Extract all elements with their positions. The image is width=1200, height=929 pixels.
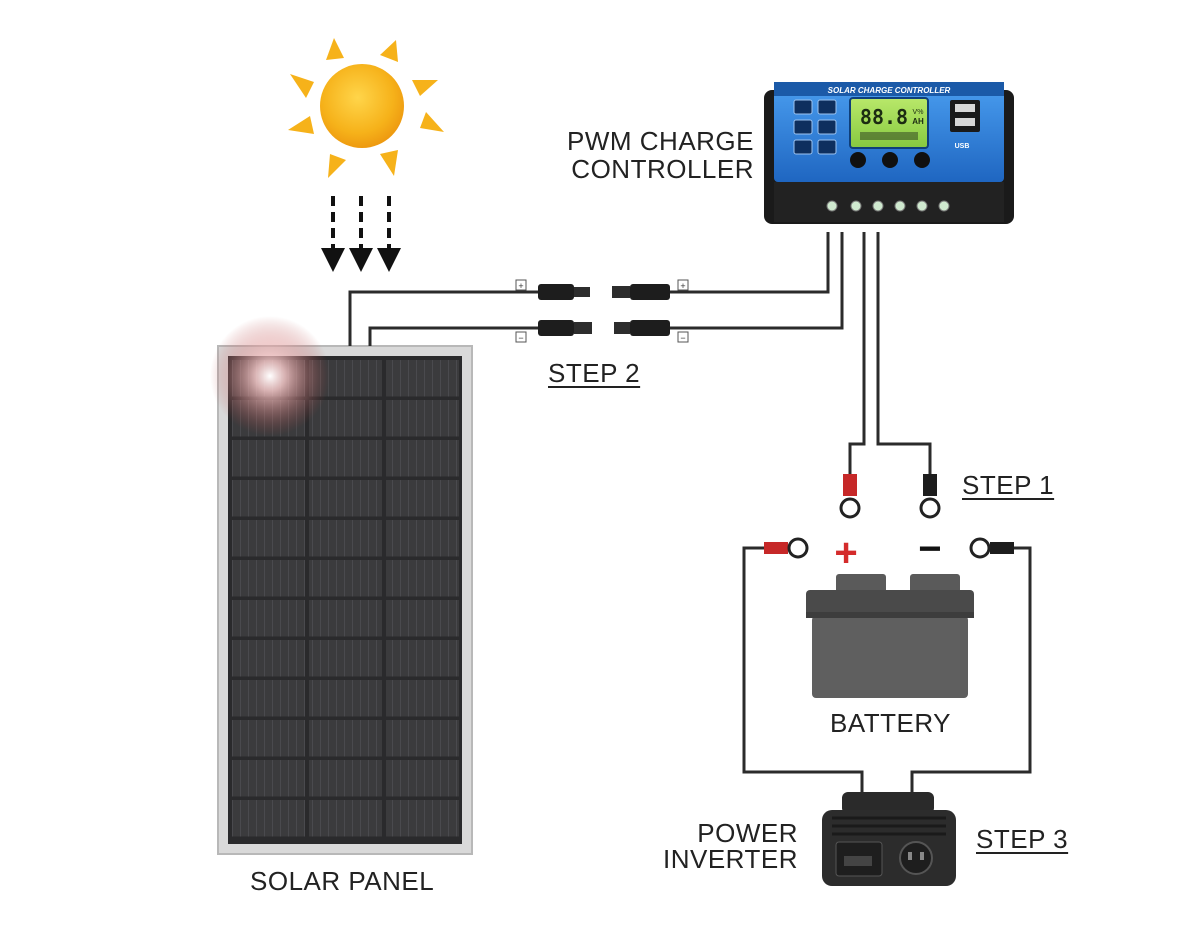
solar-cell	[386, 440, 459, 477]
power-inverter-label-line1: POWER	[697, 818, 798, 848]
solar-cell	[386, 640, 459, 677]
solar-cell	[309, 560, 382, 597]
ring-terminal-icon	[764, 474, 1014, 559]
power-inverter-label-line2: INVERTER	[663, 844, 798, 874]
solar-panel	[210, 316, 473, 855]
solar-cell	[232, 720, 305, 757]
solar-cell	[309, 640, 382, 677]
solar-cell	[232, 680, 305, 717]
battery-terminal-marks: + −	[834, 527, 941, 575]
solar-cell	[309, 440, 382, 477]
battery	[806, 574, 974, 698]
solar-cell	[386, 800, 459, 837]
connector-minus-right: −	[680, 333, 685, 343]
battery-label: BATTERY	[830, 708, 952, 738]
solar-cell	[309, 800, 382, 837]
mc4-connector-icon	[515, 279, 689, 343]
wires	[348, 232, 1032, 792]
solar-cell	[386, 480, 459, 517]
lcd-unit-top: V%	[913, 109, 924, 116]
lcd-unit-bottom: AH	[912, 117, 924, 126]
solar-cell	[232, 440, 305, 477]
solar-cell	[386, 560, 459, 597]
solar-cell	[232, 760, 305, 797]
solar-cell	[232, 800, 305, 837]
solar-cell	[232, 640, 305, 677]
solar-cell	[232, 480, 305, 517]
solar-cell	[386, 520, 459, 557]
step-3-label: STEP 3	[976, 824, 1069, 854]
solar-cell	[386, 360, 459, 397]
solar-cell	[309, 760, 382, 797]
charge-controller-label-line2: CONTROLLER	[571, 154, 754, 184]
step-2-label: STEP 2	[548, 358, 641, 388]
charge-controller: SOLAR CHARGE CONTROLLER 88.8 V% AH USB	[764, 82, 1014, 224]
controller-header: SOLAR CHARGE CONTROLLER	[828, 86, 951, 95]
solar-cell	[386, 400, 459, 437]
power-inverter	[822, 792, 956, 886]
sun-icon	[288, 38, 444, 178]
solar-cell	[386, 680, 459, 717]
lcd-value: 88.8	[860, 105, 908, 129]
solar-cell	[232, 600, 305, 637]
connector-minus-left: −	[518, 333, 523, 343]
solar-cell	[232, 520, 305, 557]
solar-cell	[386, 760, 459, 797]
connector-plus-left: +	[518, 281, 523, 291]
solar-cell	[309, 520, 382, 557]
solar-cell	[386, 600, 459, 637]
solar-cell	[309, 680, 382, 717]
usb-label: USB	[955, 143, 970, 150]
sunlight-arrows-icon	[331, 196, 391, 250]
battery-positive-mark: +	[834, 531, 857, 575]
solar-panel-label: SOLAR PANEL	[250, 866, 435, 896]
solar-cell	[232, 560, 305, 597]
solar-cell	[386, 720, 459, 757]
connector-polarity-marks: + − + −	[518, 281, 685, 343]
step-1-label: STEP 1	[962, 470, 1055, 500]
solar-cell	[309, 480, 382, 517]
solar-cell	[309, 600, 382, 637]
connector-plus-right: +	[680, 281, 685, 291]
solar-cell	[309, 720, 382, 757]
sunlight-arrowheads	[321, 248, 401, 272]
charge-controller-label-line1: PWM CHARGE	[567, 126, 754, 156]
battery-negative-mark: −	[918, 527, 941, 571]
